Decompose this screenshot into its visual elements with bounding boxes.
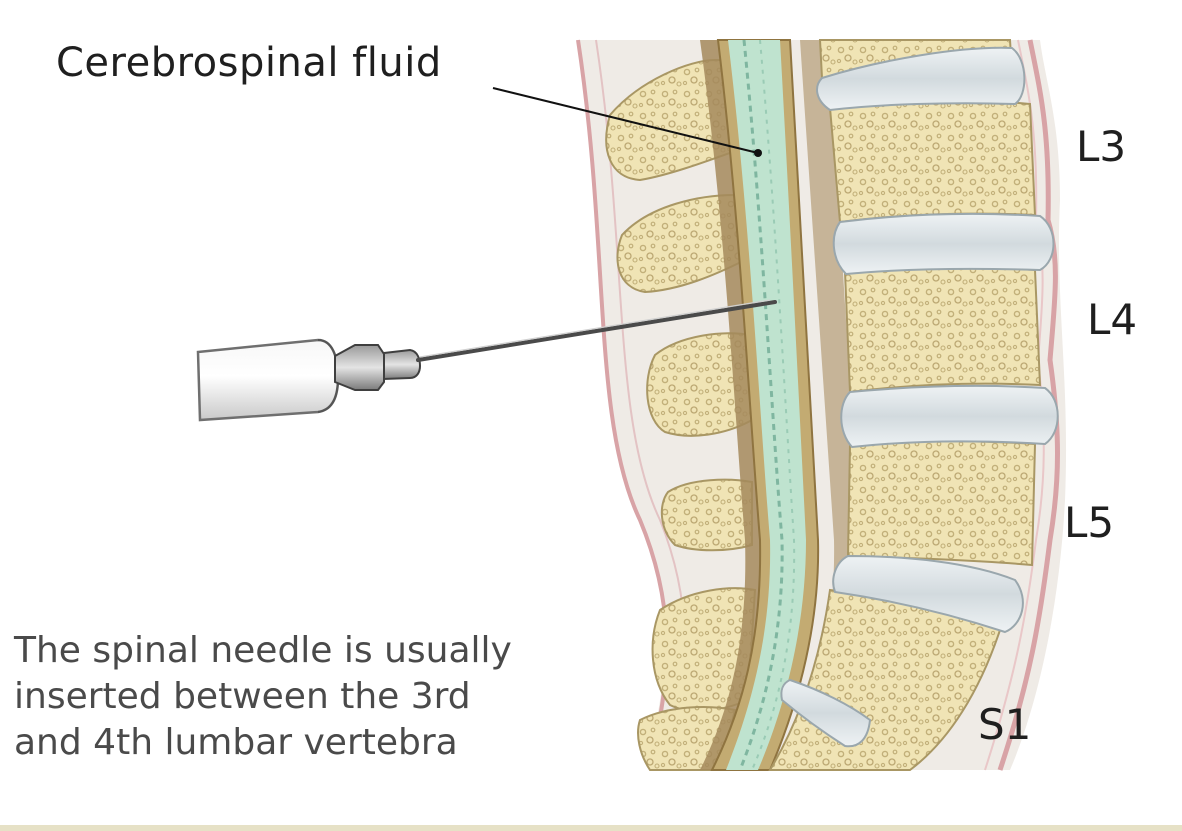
csf-leader-line — [492, 87, 759, 154]
vertebra-label-s1: S1 — [978, 700, 1032, 749]
vertebra-body-l3 — [828, 99, 1037, 224]
vertebra-label-l3: L3 — [1076, 122, 1127, 171]
csf-space — [726, 40, 806, 770]
vertebra-label-l5: L5 — [1064, 498, 1115, 547]
vertebra-body-l5 — [846, 440, 1037, 567]
syringe-hub — [334, 344, 385, 391]
needle-shaft-highlight — [419, 299, 771, 358]
vertebra-label-l4: L4 — [1087, 295, 1138, 344]
bottom-border — [0, 825, 1182, 831]
caption-line: and 4th lumbar vertebra — [14, 722, 458, 763]
skin-line-front — [997, 39, 1060, 771]
syringe-hub-tip — [383, 348, 422, 381]
caption-line: inserted between the 3rd — [14, 676, 471, 717]
disc-l3-l4 — [832, 213, 1055, 276]
skin-line-back — [576, 39, 669, 771]
needle-shaft — [416, 300, 777, 362]
cerebrospinal-fluid-label: Cerebrospinal fluid — [56, 40, 442, 86]
posterior-ligament — [700, 40, 773, 770]
caption-line: The spinal needle is usually — [14, 630, 512, 671]
csf-leader-dot — [754, 149, 762, 157]
intervertebral-discs — [780, 46, 1059, 748]
spinal-needle-syringe — [196, 299, 777, 422]
disc-sacral — [780, 678, 872, 748]
spinous-processes — [605, 59, 757, 771]
spinal-cord-strands — [738, 39, 784, 771]
vertebra-body-l4 — [843, 266, 1042, 394]
disc-l5-s1 — [832, 554, 1024, 634]
caption: The spinal needle is usually inserted be… — [14, 628, 512, 766]
disc-l2-l3 — [816, 46, 1026, 112]
spinal-cord-strands-2 — [751, 39, 796, 771]
syringe-barrel — [196, 338, 340, 422]
disc-l4-l5 — [840, 384, 1059, 449]
